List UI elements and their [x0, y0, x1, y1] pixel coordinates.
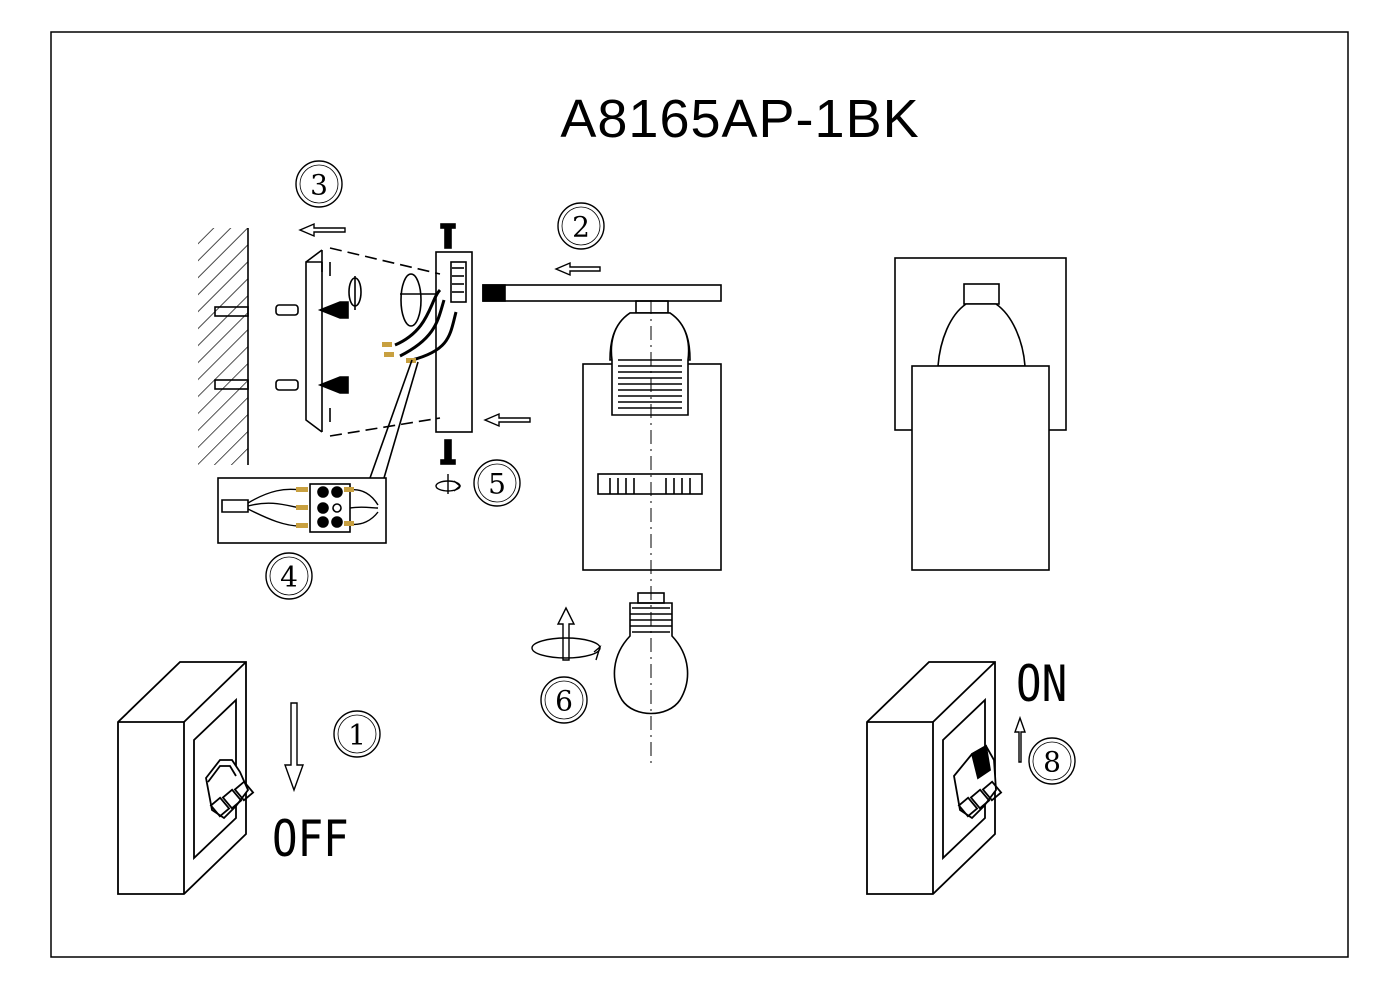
screw-bottom-left — [275, 376, 349, 394]
screw-top-left — [275, 301, 349, 319]
model-title: A8165AP-1BK — [560, 89, 920, 149]
switch-off-label: OFF — [272, 810, 349, 868]
arrow-up-icon — [1014, 715, 1026, 763]
canopy-plate — [435, 251, 473, 433]
arrow-down-icon — [284, 702, 304, 793]
step-marker-5: 5 — [473, 459, 521, 507]
breaker-toggle-off — [205, 759, 255, 820]
step-number-2: 2 — [572, 211, 590, 244]
wire-3 — [411, 311, 458, 362]
rotate-arrow-icon-2 — [400, 273, 422, 327]
lamp-arm — [482, 284, 722, 314]
step-number-1: 1 — [348, 719, 366, 752]
wire-2 — [399, 299, 446, 358]
assembled-lamp — [894, 257, 1067, 571]
arrow-left-icon — [298, 222, 346, 238]
step-marker-2: 2 — [557, 202, 605, 250]
step-marker-4: 4 — [265, 552, 313, 600]
mounting-bracket — [305, 249, 323, 433]
step-marker-3: 3 — [295, 160, 343, 208]
wall-plug-top — [214, 306, 249, 317]
step-marker-1: 1 — [333, 710, 381, 758]
switch-box-off — [117, 661, 255, 895]
breaker-toggle-on — [953, 744, 1003, 820]
switch-box-on — [866, 661, 1003, 895]
terminal-block-detail — [217, 477, 387, 544]
light-bulb — [613, 592, 689, 715]
step-number-5: 5 — [488, 468, 506, 501]
wall-plug-bottom — [214, 379, 249, 390]
canopy-screw-bottom — [440, 439, 456, 465]
step-number-3: 3 — [310, 169, 328, 202]
step-number-4: 4 — [280, 561, 298, 594]
step-number-6: 6 — [555, 685, 573, 718]
canopy-screw-top — [440, 223, 456, 249]
switch-on-label: ON — [1016, 655, 1068, 713]
step-number-8: 8 — [1043, 746, 1061, 779]
step-marker-6: 6 — [540, 676, 588, 724]
rotate-arrow-icon — [435, 474, 462, 494]
lamp-socket-shade — [582, 312, 722, 571]
arrow-left-icon — [554, 261, 601, 277]
wall-hatch — [198, 228, 248, 465]
arrow-left-icon — [483, 412, 531, 428]
wire-1 — [394, 288, 442, 347]
rotate-up-arrow-icon — [531, 606, 602, 661]
page-frame — [50, 31, 1349, 958]
wall-mount-assembly — [198, 223, 473, 479]
step-marker-8: 8 — [1028, 737, 1076, 785]
